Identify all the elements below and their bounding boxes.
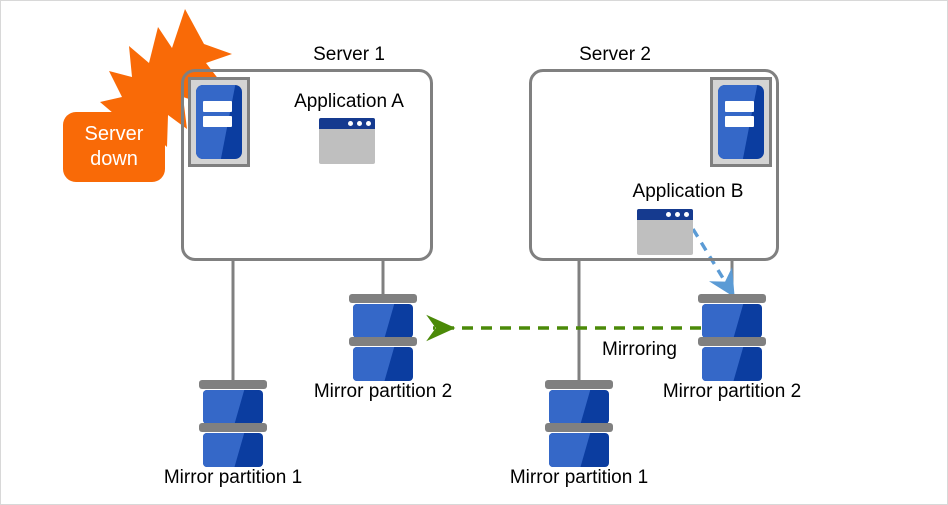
- server-2-title: Server 2: [579, 44, 651, 65]
- application-a-window-icon: [319, 118, 375, 164]
- s1-mirror-partition-2-label: Mirror partition 2: [313, 381, 453, 402]
- server-1-tower-icon: [188, 77, 250, 167]
- server-1-title: Server 1: [313, 44, 385, 65]
- application-a-label: Application A: [294, 91, 404, 112]
- s1-mirror-partition-1-icon: [199, 380, 267, 476]
- server-down-badge: Server down: [63, 112, 165, 182]
- s2-mirror-partition-2-label: Mirror partition 2: [662, 381, 802, 402]
- mirroring-label: Mirroring: [602, 339, 677, 360]
- server-down-line-1: Server: [84, 123, 144, 145]
- application-b-window-icon: [637, 209, 693, 255]
- application-b-access-arrow: [691, 228, 735, 298]
- s1-mirror-partition-1-label: Mirror partition 1: [163, 467, 303, 488]
- application-b-label: Application B: [632, 181, 744, 202]
- s2-mirror-partition-2-icon: [698, 294, 766, 390]
- server-down-line-2: down: [90, 148, 138, 170]
- s2-mirror-partition-1-icon: [545, 380, 613, 476]
- server-1-box: [181, 69, 433, 261]
- s1-mirror-partition-2-icon: [349, 294, 417, 390]
- server-2-box: [529, 69, 779, 261]
- server1-disk-connectors: [231, 260, 385, 382]
- s2-mirror-partition-1-label: Mirror partition 1: [509, 467, 649, 488]
- server-2-tower-icon: [710, 77, 772, 167]
